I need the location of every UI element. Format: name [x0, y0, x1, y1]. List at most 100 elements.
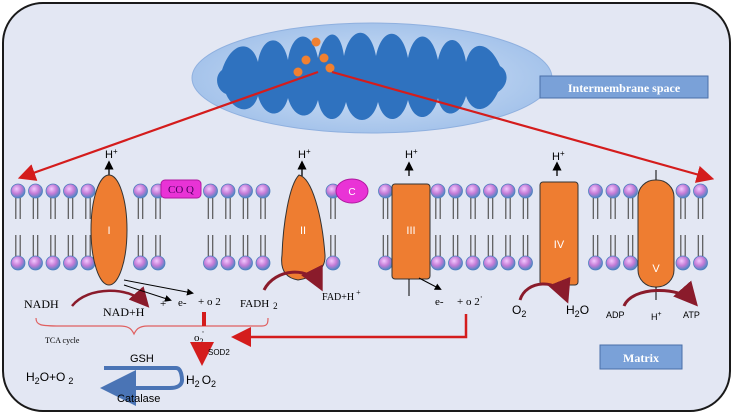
lipid-head — [203, 255, 218, 271]
lipid-head — [378, 255, 393, 271]
lipid-head — [500, 183, 516, 199]
svg-text:NADH: NADH — [24, 297, 59, 311]
lipid-head — [325, 255, 341, 271]
lipid-head — [63, 255, 78, 271]
tca-cycle-brace: TCA cycle — [35, 317, 269, 345]
complex-i-reactions: NADH NAD+H + e- + o 2 — [24, 279, 221, 319]
svg-text:+: + — [160, 298, 166, 310]
catalase-label: Catalase — [117, 393, 160, 405]
lipid-head — [605, 183, 621, 199]
complex-iv-reactions: O2 H2O — [512, 276, 589, 319]
h-plus-complex-ii: H+ — [298, 147, 311, 161]
complex-v: V — [637, 170, 675, 300]
complex-ii: II H+ — [281, 147, 326, 281]
svg-text:NAD+H: NAD+H — [103, 305, 145, 319]
lipid-head — [45, 255, 61, 271]
catalase-arrow — [100, 366, 185, 406]
lipid-head — [465, 183, 481, 199]
lipid-head — [430, 183, 446, 199]
lipid-head — [448, 183, 463, 199]
svg-text:H2O: H2O — [566, 303, 589, 319]
svg-text:C: C — [348, 187, 355, 198]
lipid-head — [133, 255, 148, 271]
svg-text:e-: e- — [435, 296, 444, 308]
svg-text:II: II — [300, 225, 306, 237]
svg-text:IV: IV — [554, 239, 565, 251]
lipid-head — [675, 255, 691, 271]
lipid-head — [693, 183, 708, 199]
svg-text:Matrix: Matrix — [623, 351, 659, 365]
svg-text:ADP: ADP — [606, 310, 625, 320]
lipid-head — [623, 255, 638, 271]
lipid-head — [10, 255, 26, 271]
svg-text:O2: O2 — [512, 303, 526, 319]
svg-text:e-: e- — [178, 297, 187, 309]
complex-i: I H+ — [90, 147, 128, 286]
zoom-arrow-right — [331, 70, 715, 183]
svg-text:+ o 2: + o 2 — [198, 296, 221, 308]
lipid-head — [623, 183, 638, 199]
lipid-head — [693, 255, 708, 271]
svg-text:Intermembrane space: Intermembrane space — [568, 81, 681, 95]
svg-text:+ o 2·: + o 2· — [457, 292, 483, 308]
zoom-arrow-left — [17, 70, 319, 181]
intermembrane-space-label: Intermembrane space — [539, 75, 709, 99]
lipid-head — [518, 183, 533, 199]
h-plus-complex-iv: H+ — [552, 149, 565, 163]
complex-v-reactions: ADP ATP H+ — [606, 280, 700, 322]
matrix-label: Matrix — [599, 344, 683, 370]
lipid-bilayer — [10, 183, 708, 271]
lipid-head — [80, 183, 96, 199]
svg-text:V: V — [652, 263, 660, 275]
lipid-head — [63, 183, 78, 199]
lipid-head — [483, 183, 498, 199]
lipid-head — [518, 255, 533, 271]
lipid-head — [448, 255, 463, 271]
lipid-head — [588, 255, 603, 271]
svg-text:ATP: ATP — [683, 310, 700, 320]
lipid-head — [10, 183, 26, 199]
gsh-label: GSH — [130, 353, 154, 365]
complex-iii-reactions: e- + o 2· — [418, 277, 483, 308]
h-plus-complex-i: H+ — [105, 147, 118, 161]
lipid-head — [588, 183, 603, 199]
svg-text:TCA cycle: TCA cycle — [45, 336, 80, 345]
svg-text:III: III — [406, 225, 415, 237]
h-plus-complex-iii: H+ — [405, 147, 418, 161]
superoxide-pathway-arrow — [231, 314, 468, 347]
lipid-head — [675, 183, 691, 199]
svg-text:H+: H+ — [651, 311, 662, 322]
lipid-head — [220, 183, 236, 199]
svg-text:FAD+H+: FAD+H+ — [322, 288, 361, 303]
lipid-head — [430, 255, 446, 271]
superoxide-label: o2· — [194, 327, 205, 346]
lipid-head — [465, 255, 481, 271]
lipid-head — [28, 183, 43, 199]
lipid-head — [378, 183, 393, 199]
lipid-head — [238, 255, 253, 271]
lipid-head — [255, 255, 271, 271]
lipid-head — [255, 183, 271, 199]
lipid-head — [150, 255, 166, 271]
lipid-head — [605, 255, 621, 271]
lipid-head — [220, 255, 236, 271]
mitochondrion-illustration — [191, 22, 553, 134]
coenzyme-q: CO Q — [160, 179, 202, 199]
lipid-head — [500, 255, 516, 271]
svg-text:I: I — [107, 225, 110, 237]
svg-text:CO Q: CO Q — [168, 184, 194, 196]
lipid-head — [238, 183, 253, 199]
lipid-head — [203, 183, 218, 199]
lipid-head — [80, 255, 96, 271]
lipid-head — [483, 255, 498, 271]
cytochrome-c: C — [335, 178, 369, 204]
lipid-head — [45, 183, 61, 199]
complex-iii: III H+ — [391, 147, 431, 296]
lipid-head — [133, 183, 148, 199]
